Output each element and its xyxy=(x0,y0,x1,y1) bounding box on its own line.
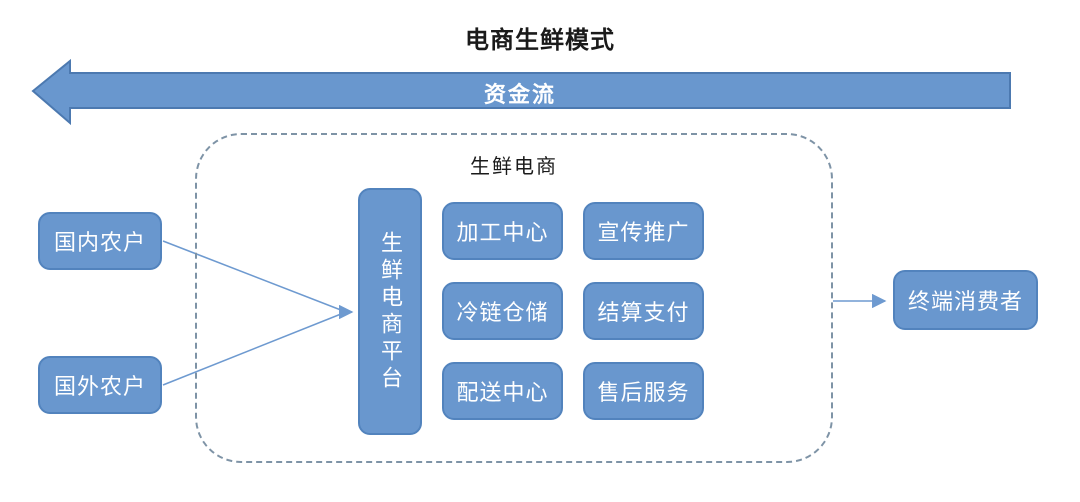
supplier-box-foreign-farmers: 国外农户 xyxy=(38,356,162,414)
consumer-box: 终端消费者 xyxy=(893,270,1038,330)
function-box-settlement-payment: 结算支付 xyxy=(583,282,704,340)
function-box-distribution-center: 配送中心 xyxy=(442,362,563,420)
function-box-cold-chain-storage: 冷链仓储 xyxy=(442,282,563,340)
function-box-processing-center: 加工中心 xyxy=(442,202,563,260)
capital-flow-label: 资金流 xyxy=(483,82,556,107)
fresh-ecommerce-label: 生鲜电商 xyxy=(470,156,558,178)
page-title: 电商生鲜模式 xyxy=(465,27,615,54)
fresh-ecommerce-container xyxy=(195,133,833,463)
supplier-box-domestic-farmers: 国内农户 xyxy=(38,212,162,270)
function-box-after-sales-service: 售后服务 xyxy=(583,362,704,420)
platform-box: 生鲜电商平台 xyxy=(358,188,422,435)
function-box-promotion: 宣传推广 xyxy=(583,202,704,260)
